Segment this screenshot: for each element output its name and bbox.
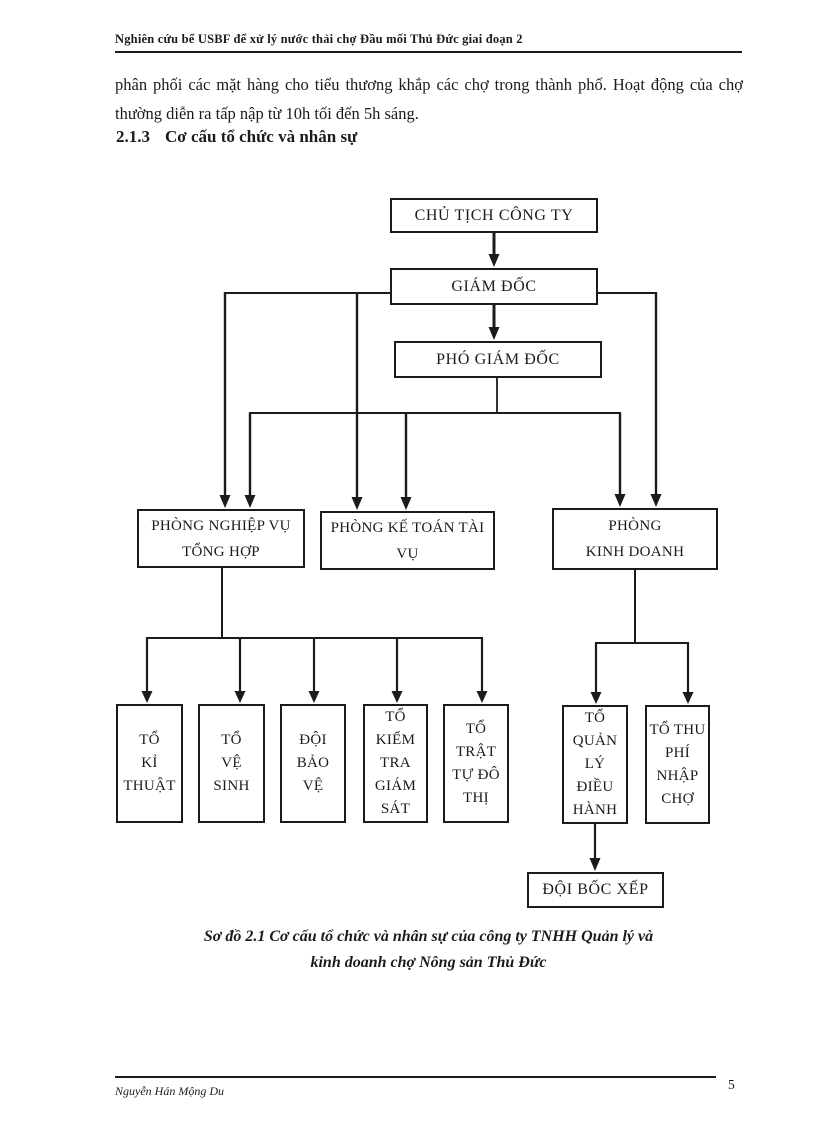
node-team-sanitation-label: TỔ VỆ SINH [213,732,250,794]
node-director-label: GIÁM ĐỐC [451,277,537,295]
node-team-operation: TỔ QUẢN LÝ ĐIỀU HÀNH [562,705,628,824]
node-team-technical-label: TỔ KỈ THUẬT [123,732,176,794]
node-team-fee-collection: TỔ THU PHÍ NHẬP CHỢ [645,705,710,824]
node-dept-accounting: PHÒNG KẾ TOÁN TÀI VỤ [320,511,495,570]
node-dept-general-affairs-label: PHÒNG NGHIỆP VỤ TỔNG HỢP [151,517,291,560]
node-team-sanitation: TỔ VỆ SINH [198,704,265,823]
node-team-loading: ĐỘI BỐC XẾP [527,872,664,908]
node-chairman: CHỦ TỊCH CÔNG TY [390,198,598,233]
node-team-urban-order-label: TỔ TRẬT TỰ ĐÔ THỊ [452,720,500,806]
running-head: Nghiên cứu bể USBF để xử lý nước thải ch… [115,32,523,46]
node-team-operation-label: TỔ QUẢN LÝ ĐIỀU HÀNH [572,710,618,818]
node-team-urban-order: TỔ TRẬT TỰ ĐÔ THỊ [443,704,509,823]
node-dept-business: PHÒNG KINH DOANH [552,508,718,570]
node-dept-business-label: PHÒNG KINH DOANH [585,518,685,560]
body-paragraph: phân phối các mặt hàng cho tiểu thương k… [115,75,743,123]
section-number: 2.1.3 [116,127,150,146]
node-team-security: ĐỘI BẢO VỆ [280,704,346,823]
page-number: 5 [728,1077,735,1092]
node-dept-accounting-label: PHÒNG KẾ TOÁN TÀI VỤ [330,519,485,562]
node-director: GIÁM ĐỐC [390,268,598,305]
node-team-fee-collection-label: TỔ THU PHÍ NHẬP CHỢ [649,721,706,807]
section-heading: 2.1.3 Cơ cấu tổ chức và nhân sự [116,127,357,147]
footer-author: Nguyễn Hán Mộng Du [115,1084,224,1098]
section-title: Cơ cấu tổ chức và nhân sự [165,127,358,146]
footer-rule [115,1076,716,1078]
node-deputy-director: PHÓ GIÁM ĐỐC [394,341,602,378]
figure-caption: Sơ đồ 2.1 Cơ cấu tổ chức và nhân sự của … [203,928,654,971]
node-deputy-director-label: PHÓ GIÁM ĐỐC [436,350,560,368]
node-team-loading-label: ĐỘI BỐC XẾP [542,881,649,898]
node-team-inspection: TỔ KIỂM TRA GIÁM SÁT [363,704,428,823]
node-chairman-label: CHỦ TỊCH CÔNG TY [414,206,574,224]
node-dept-general-affairs: PHÒNG NGHIỆP VỤ TỔNG HỢP [137,509,305,568]
header-rule [115,51,742,53]
node-team-technical: TỔ KỈ THUẬT [116,704,183,823]
node-team-inspection-label: TỔ KIỂM TRA GIÁM SÁT [374,709,417,817]
node-team-security-label: ĐỘI BẢO VỆ [296,732,330,794]
